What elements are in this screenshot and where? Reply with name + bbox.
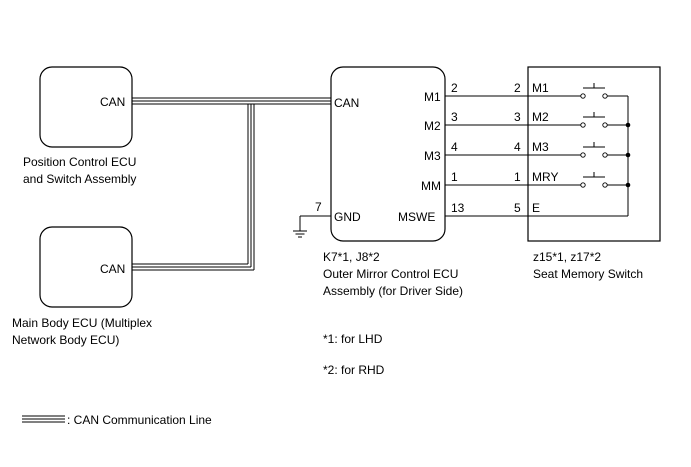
mirror-ecu-caption-line1: Outer Mirror Control ECU [323, 267, 458, 281]
switch-terminal-mry-label: MRY [532, 170, 558, 184]
seat-switch-connector-label: z15*1, z17*2 [533, 250, 601, 264]
switch-pin-number-m1: 2 [514, 81, 521, 95]
ecu-pin-number-mswe: 13 [451, 201, 465, 215]
mirror-ecu-pin-m2-label: M2 [424, 119, 441, 133]
mirror-ecu-pin-m3-label: M3 [424, 149, 441, 163]
position-ecu-can-label: CAN [100, 95, 125, 109]
main-body-ecu-caption-line1: Main Body ECU (Multiplex [12, 316, 152, 330]
position-control-ecu-box [39, 66, 133, 148]
signal-wires [445, 95, 528, 217]
position-ecu-caption-line2: and Switch Assembly [23, 172, 136, 186]
legend-label: : CAN Communication Line [67, 413, 212, 427]
ecu-pin-number-m3: 4 [451, 140, 458, 154]
switch-pin-number-m3: 4 [514, 140, 521, 154]
can-line-legend-icon [22, 415, 65, 423]
push-switch-icon [528, 83, 631, 217]
note-rhd: *2: for RHD [323, 363, 385, 377]
can-bus-lines [132, 97, 331, 271]
switch-terminal-m3-label: M3 [532, 140, 549, 154]
ground-wiring [293, 215, 331, 238]
main-body-ecu-caption-line2: Network Body ECU) [12, 333, 119, 347]
switch-pin-number-m2: 3 [514, 110, 521, 124]
gnd-pin-number: 7 [315, 200, 322, 214]
seat-switch-caption: Seat Memory Switch [533, 267, 643, 281]
switch-terminal-m1-label: M1 [532, 81, 549, 95]
ecu-pin-number-mm: 1 [451, 170, 458, 184]
note-lhd: *1: for LHD [323, 332, 383, 346]
switch-pin-number-mry: 1 [514, 170, 521, 184]
mirror-ecu-can-label: CAN [334, 96, 359, 110]
position-ecu-caption-line1: Position Control ECU [23, 155, 136, 169]
ecu-pin-number-m2: 3 [451, 110, 458, 124]
mirror-ecu-pin-m1-label: M1 [424, 90, 441, 104]
switch-pin-number-e: 5 [514, 201, 521, 215]
outer-mirror-ecu-box [330, 66, 446, 242]
mirror-ecu-caption-line2: Assembly (for Driver Side) [323, 284, 463, 298]
mirror-ecu-pin-mswe-label: MSWE [398, 210, 435, 224]
mirror-ecu-gnd-label: GND [334, 210, 361, 224]
main-body-ecu-can-label: CAN [100, 262, 125, 276]
mirror-ecu-connector-label: K7*1, J8*2 [323, 250, 380, 264]
switch-terminal-m2-label: M2 [532, 110, 549, 124]
mirror-ecu-pin-mm-label: MM [421, 179, 441, 193]
ecu-pin-number-m1: 2 [451, 81, 458, 95]
switch-terminal-e-label: E [532, 201, 540, 215]
